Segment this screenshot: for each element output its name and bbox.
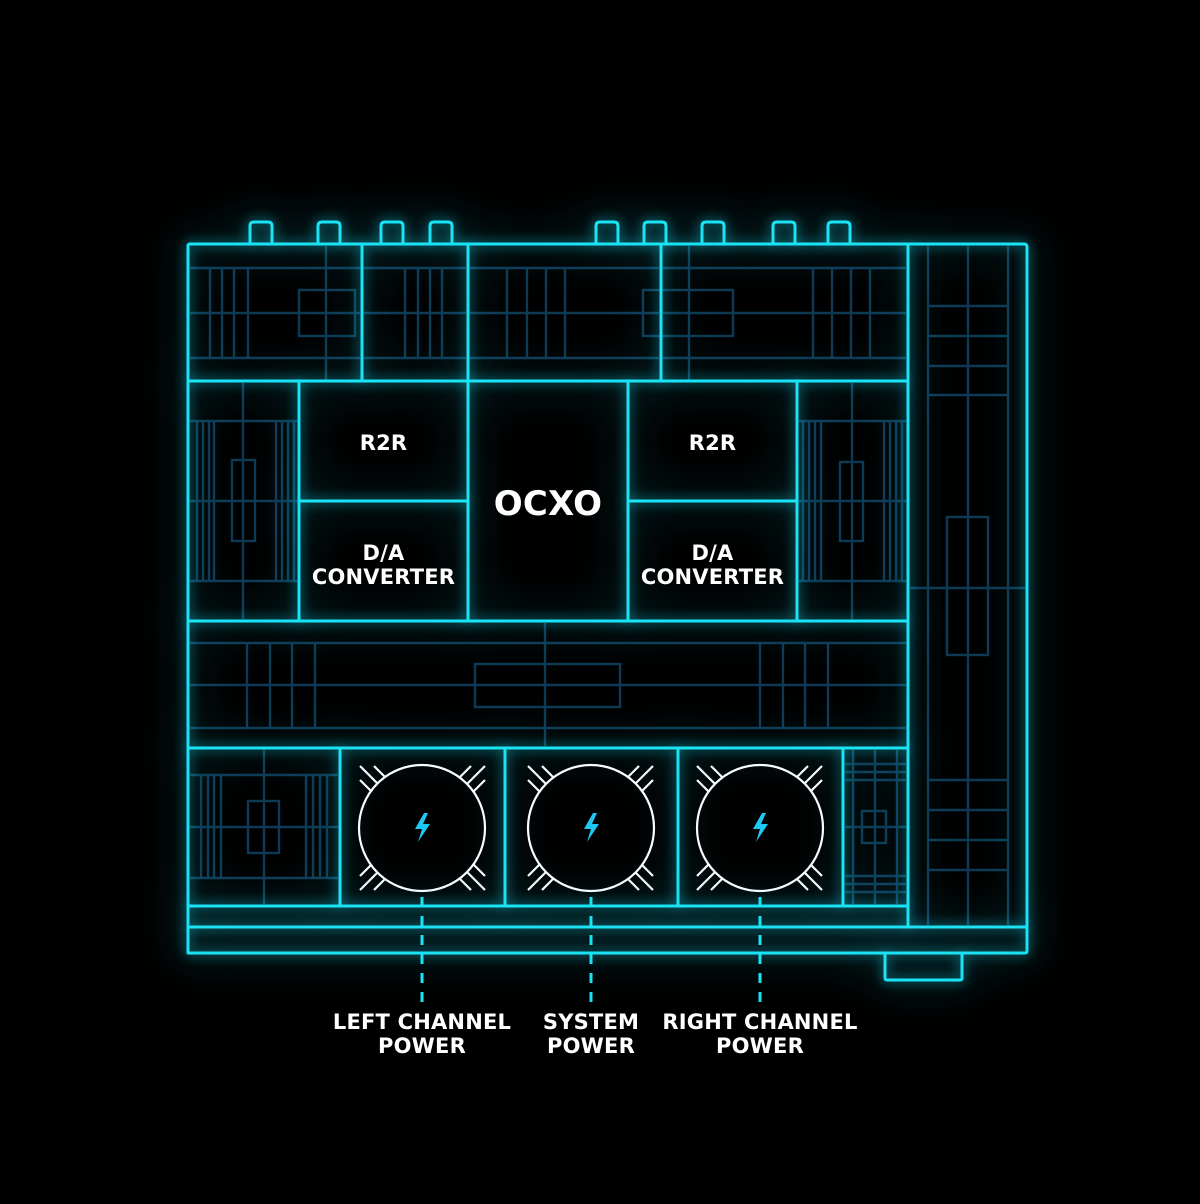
connector-tab: [700, 220, 726, 244]
connector-tabs: [248, 220, 852, 244]
lightning-bolt-icon: [415, 813, 430, 842]
right-channel-power-label: RIGHT CHANNEL POWER: [650, 1010, 870, 1058]
dac-right-line1: D/A: [691, 541, 734, 565]
system-power-label: SYSTEM POWER: [511, 1010, 671, 1058]
dac-left-line1: D/A: [362, 541, 405, 565]
dac-left-label: D/A CONVERTER: [299, 541, 468, 589]
connector-tab: [771, 220, 797, 244]
left-channel-power-label: LEFT CHANNEL POWER: [322, 1010, 522, 1058]
right-channel-power-line1: RIGHT CHANNEL: [662, 1010, 858, 1034]
dac-right-label: D/A CONVERTER: [628, 541, 797, 589]
lightning-bolt-icon: [753, 813, 768, 842]
ocxo-label: OCXO: [493, 484, 603, 524]
connector-tab: [379, 220, 405, 244]
dac-right-line2: CONVERTER: [640, 565, 785, 589]
connector-tab: [428, 220, 454, 244]
connector-tab: [642, 220, 668, 244]
chassis-outline: [186, 242, 1029, 955]
power-supply-right: [695, 763, 825, 893]
hatch-marks: [696, 765, 823, 891]
system-power-line2: POWER: [547, 1034, 635, 1058]
connector-tab: [248, 220, 274, 244]
dac-left-line2: CONVERTER: [311, 565, 456, 589]
power-supply-system: [526, 763, 656, 893]
leader-lines: [420, 897, 762, 1002]
left-channel-power-line1: LEFT CHANNEL: [332, 1010, 512, 1034]
power-supply-left: [357, 763, 487, 893]
left-channel-power-line2: POWER: [378, 1034, 466, 1058]
connector-tab: [316, 220, 342, 244]
inner-detail-lines: [190, 246, 1025, 925]
connector-tab: [594, 220, 620, 244]
lightning-bolt-icon: [584, 813, 599, 842]
board-outline: [186, 220, 1029, 982]
chassis-foot: [883, 953, 964, 982]
system-power-line1: SYSTEM: [542, 1010, 640, 1034]
r2r-left-label: R2R: [359, 431, 408, 455]
right-channel-power-line2: POWER: [716, 1034, 804, 1058]
connector-tab: [826, 220, 852, 244]
r2r-right-label: R2R: [688, 431, 737, 455]
